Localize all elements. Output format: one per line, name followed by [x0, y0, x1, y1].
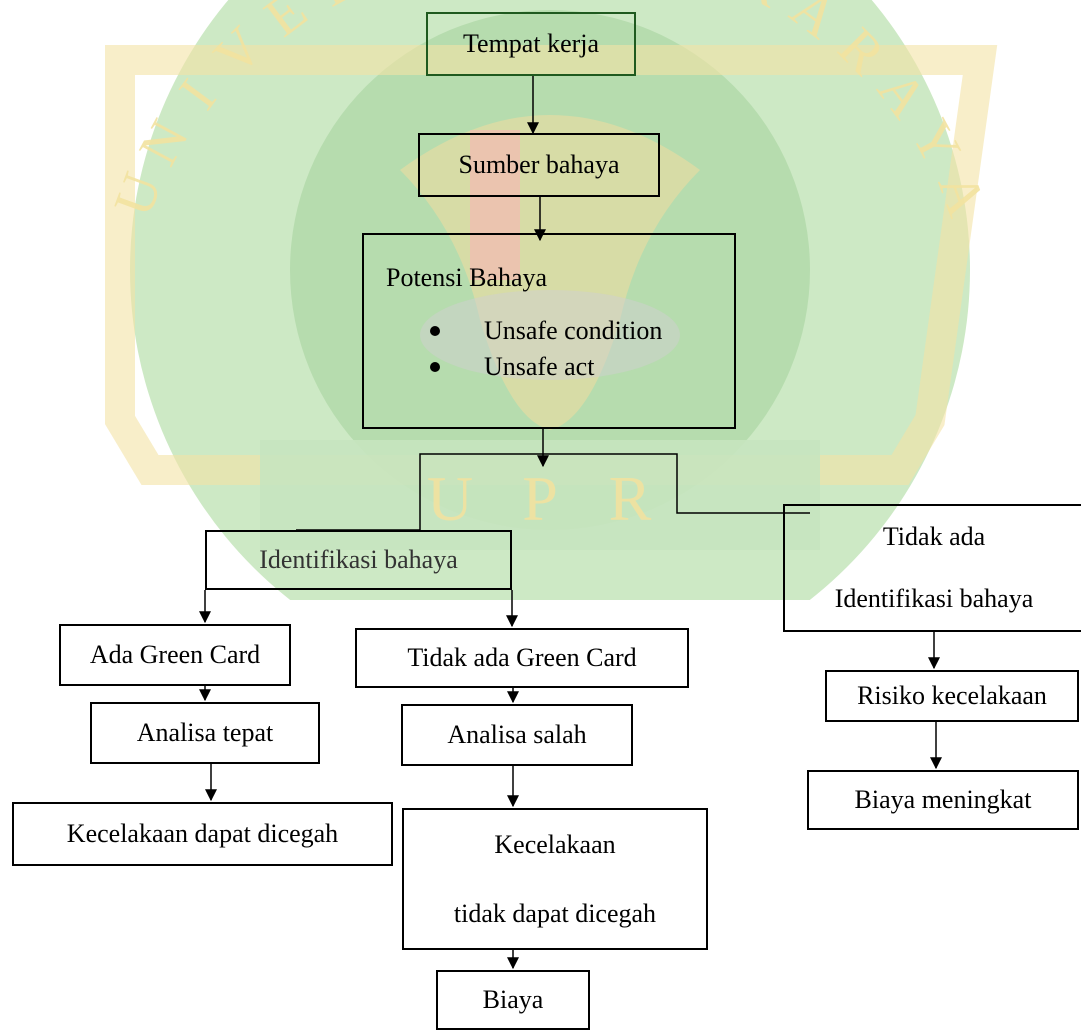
node-sumber-bahaya-label: Sumber bahaya	[458, 150, 620, 180]
watermark-bottom-letter: R	[609, 463, 652, 534]
node-sumber-bahaya: Sumber bahaya	[418, 133, 660, 197]
node-biaya-meningkat-label: Biaya meningkat	[854, 785, 1032, 815]
node-kecelakaan-tidak-dicegah: Kecelakaan tidak dapat dicegah	[402, 808, 708, 950]
watermark-red-figure	[470, 130, 520, 280]
watermark-shield	[105, 45, 998, 485]
watermark-bottom-letter: P	[522, 463, 558, 534]
node-tidak-dapat-dicegah-label: tidak dapat dicegah	[453, 898, 657, 928]
node-tempat-kerja-label: Tempat kerja	[462, 29, 600, 59]
node-analisa-salah: Analisa salah	[401, 704, 633, 766]
node-analisa-tepat: Analisa tepat	[90, 702, 320, 764]
node-identifikasi-label: Identifikasi bahaya	[259, 545, 458, 575]
node-biaya-label: Biaya	[482, 985, 544, 1014]
node-biaya-meningkat: Biaya meningkat	[807, 770, 1079, 830]
node-kecelakaan-dapat-dicegah: Kecelakaan dapat dicegah	[12, 802, 393, 866]
node-tidak-ada-identifikasi: Tidak ada Identifikasi bahaya	[783, 504, 1081, 632]
watermark-grey-oval	[420, 290, 680, 380]
node-tidak-ada-green-card: Tidak ada Green Card	[355, 628, 689, 688]
potensi-item-label: Unsafe condition	[484, 316, 663, 345]
line-to-tidak-ada-identifikasi	[543, 453, 810, 514]
node-tidak-ada-label: Tidak ada	[882, 522, 986, 552]
node-risiko-label: Risiko kecelakaan	[857, 681, 1047, 711]
node-risiko-kecelakaan: Risiko kecelakaan	[825, 670, 1079, 722]
potensi-list: Unsafe condition Unsafe act	[430, 313, 662, 385]
node-ada-green-card: Ada Green Card	[59, 624, 291, 686]
potensi-item-label: Unsafe act	[484, 352, 595, 381]
potensi-item: Unsafe act	[430, 349, 662, 385]
node-ada-green-card-label: Ada Green Card	[89, 640, 261, 670]
node-kecelakaan-label: Kecelakaan	[494, 829, 616, 859]
potensi-item: Unsafe condition	[430, 313, 662, 349]
node-tidak-ada-green-card-label: Tidak ada Green Card	[407, 643, 637, 673]
line-to-identifikasi	[296, 453, 543, 531]
node-kecelakaan-dicegah-label: Kecelakaan dapat dicegah	[66, 819, 339, 849]
node-identifikasi-bahaya: Identifikasi bahaya	[205, 530, 512, 590]
bullet-icon	[430, 326, 440, 336]
node-potensi-bahaya: Potensi Bahaya Unsafe condition Unsafe a…	[362, 233, 736, 429]
bullet-icon	[430, 362, 440, 372]
node-potensi-title: Potensi Bahaya	[386, 263, 548, 292]
node-analisa-tepat-label: Analisa tepat	[136, 718, 274, 748]
node-identifikasi-bahaya-label: Identifikasi bahaya	[834, 584, 1034, 614]
node-biaya: Biaya	[436, 970, 590, 1030]
node-tempat-kerja: Tempat kerja	[426, 12, 636, 76]
node-analisa-salah-label: Analisa salah	[447, 720, 587, 750]
watermark-bottom-letter: U	[427, 463, 473, 534]
